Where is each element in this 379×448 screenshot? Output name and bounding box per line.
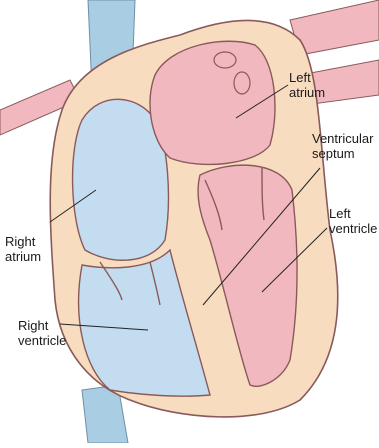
label-right-ventricle-line1: Right [18,318,66,333]
label-right-atrium: Right atrium [5,234,41,264]
label-left-ventricle: Left ventricle [329,206,377,236]
label-right-ventricle: Right ventricle [18,318,66,348]
label-right-atrium-line2: atrium [5,249,41,264]
label-left-ventricle-line1: Left [329,206,377,221]
label-left-ventricle-line2: ventricle [329,221,377,236]
label-left-atrium: Left atrium [289,70,325,100]
label-left-atrium-line1: Left [289,70,325,85]
pulmonary-vein-opening-2 [234,72,250,94]
pulmonary-vein-opening-1 [214,52,236,68]
label-ventricular-septum-line1: Ventricular [312,131,373,146]
label-left-atrium-line2: atrium [289,85,325,100]
label-ventricular-septum: Ventricular septum [312,131,373,161]
label-right-ventricle-line2: ventricle [18,333,66,348]
left-atrium [150,41,275,164]
label-ventricular-septum-line2: septum [312,146,373,161]
label-right-atrium-line1: Right [5,234,41,249]
